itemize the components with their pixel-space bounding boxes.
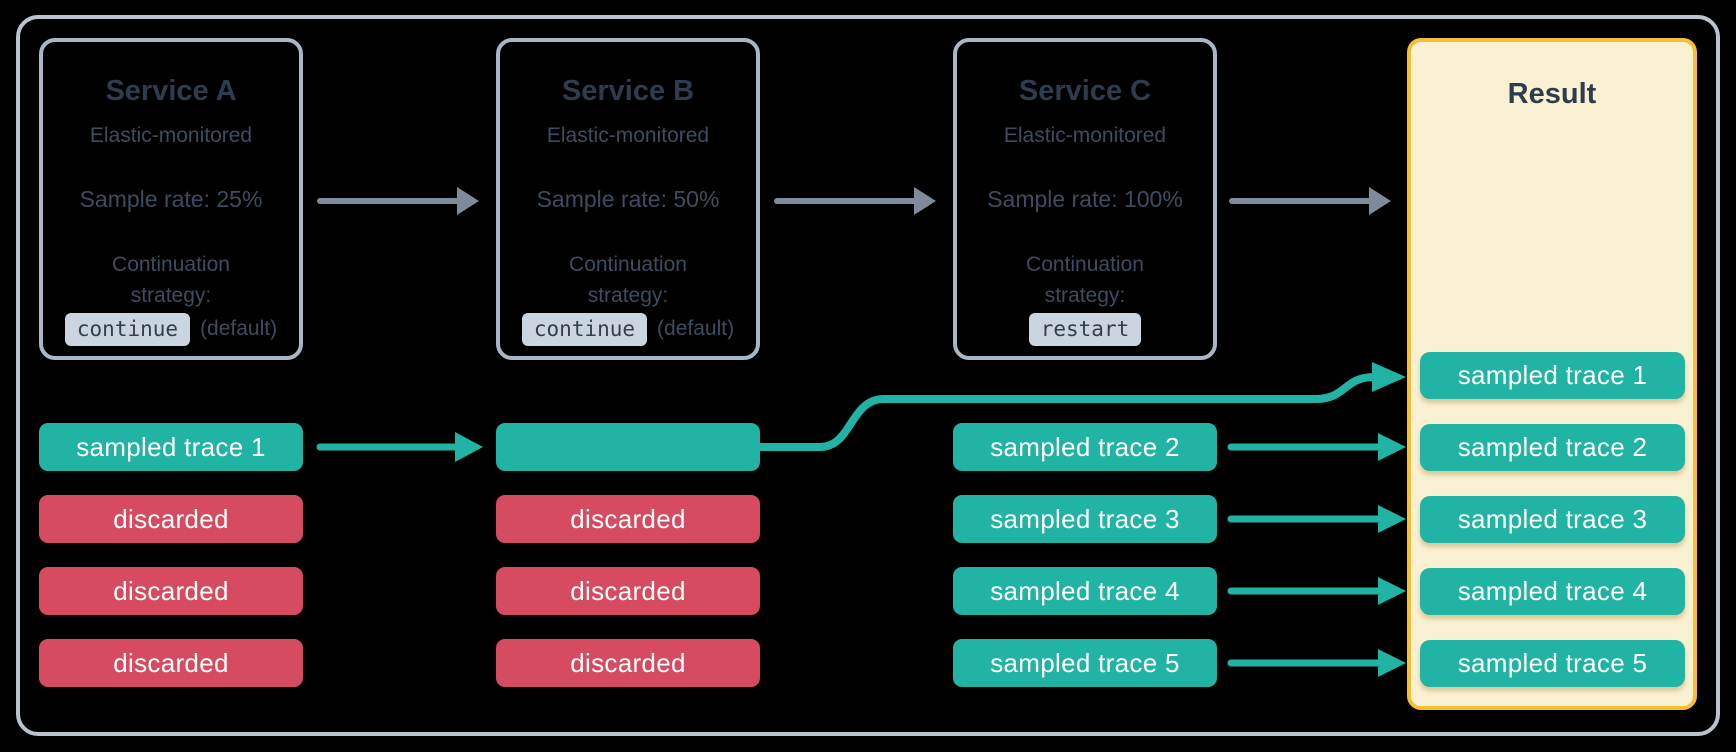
service-c-monitored-label: Elastic-monitored [1003, 124, 1167, 147]
trace-pill-col1-row2: discarded [39, 495, 303, 543]
trace-pill-col1-row1: sampled trace 1 [39, 423, 303, 471]
service-b-strategy-label: Continuation strategy: [569, 249, 687, 311]
service-a-title: Service A [105, 75, 237, 107]
trace-pill-col3-row4: sampled trace 5 [953, 639, 1217, 687]
trace-pill-col1-row3: discarded [39, 567, 303, 615]
service-a-box: Service A Elastic-monitored Sample rate:… [39, 38, 303, 360]
strategy-line1: Continuation [112, 253, 230, 276]
trace-pill-col2-row1 [496, 423, 760, 471]
trace-pill-col2-row3: discarded [496, 567, 760, 615]
service-a-strategy-label: Continuation strategy: [112, 249, 230, 311]
trace-pill-col2-row2: discarded [496, 495, 760, 543]
service-b-strategy-note: (default) [657, 317, 735, 340]
service-b-strategy-row: continue (default) [521, 312, 735, 346]
service-a-strategy-note: (default) [200, 317, 278, 340]
service-c-box: Service C Elastic-monitored Sample rate:… [953, 38, 1217, 360]
strategy-line2: strategy: [130, 284, 212, 307]
service-b-title: Service B [561, 75, 695, 107]
service-b-box: Service B Elastic-monitored Sample rate:… [496, 38, 760, 360]
result-pill-4: sampled trace 4 [1420, 568, 1685, 615]
service-b-monitored-label: Elastic-monitored [546, 124, 710, 147]
diagram-frame [16, 15, 1720, 736]
strategy-line2: strategy: [1044, 284, 1126, 307]
result-pill-5: sampled trace 5 [1420, 640, 1685, 687]
trace-pill-col3-row2: sampled trace 3 [953, 495, 1217, 543]
trace-pill-col2-row4: discarded [496, 639, 760, 687]
service-c-sample-rate: Sample rate: 100% [987, 186, 1183, 212]
trace-pill-col1-row4: discarded [39, 639, 303, 687]
strategy-line2: strategy: [587, 284, 669, 307]
service-c-strategy-label: Continuation strategy: [1026, 249, 1144, 311]
strategy-line1: Continuation [1026, 253, 1144, 276]
service-c-strategy-row: restart [1028, 312, 1142, 346]
trace-pill-col3-row3: sampled trace 4 [953, 567, 1217, 615]
strategy-line1: Continuation [569, 253, 687, 276]
service-b-sample-rate: Sample rate: 50% [536, 186, 720, 212]
service-b-strategy-chip: continue [521, 312, 648, 346]
service-a-strategy-row: continue (default) [64, 312, 278, 346]
service-c-title: Service C [1018, 75, 1152, 107]
service-a-sample-rate: Sample rate: 25% [79, 186, 263, 212]
result-pill-1: sampled trace 1 [1420, 352, 1685, 399]
trace-pill-col3-row1: sampled trace 2 [953, 423, 1217, 471]
result-pill-3: sampled trace 3 [1420, 496, 1685, 543]
service-c-strategy-chip: restart [1028, 312, 1142, 346]
result-pill-2: sampled trace 2 [1420, 424, 1685, 471]
service-a-strategy-chip: continue [64, 312, 191, 346]
result-title: Result [1507, 78, 1597, 110]
service-a-monitored-label: Elastic-monitored [89, 124, 253, 147]
